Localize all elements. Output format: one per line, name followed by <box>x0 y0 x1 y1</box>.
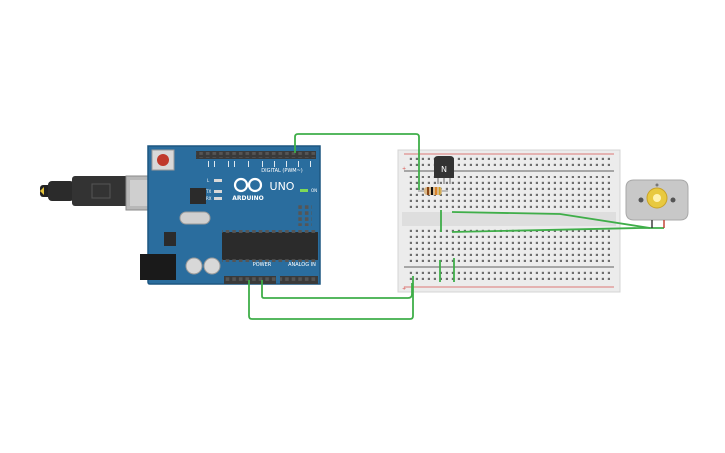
bottom-rail-holes[interactable] <box>408 270 612 282</box>
digital-label: DIGITAL (PWM~) <box>261 168 303 174</box>
reset-button[interactable] <box>151 149 175 171</box>
wire-gnd-to-rail <box>248 276 414 320</box>
regulator <box>164 232 176 246</box>
transistor-label: N <box>441 165 447 174</box>
capacitor-1 <box>185 257 203 275</box>
breadboard[interactable]: + + <box>397 149 621 293</box>
top-rail-holes[interactable] <box>408 156 612 168</box>
microcontroller-chip <box>222 230 318 262</box>
l-led <box>214 179 222 182</box>
resistor-icon[interactable] <box>418 187 448 195</box>
rx-label: RX <box>206 196 212 201</box>
crystal-oscillator <box>179 211 211 225</box>
icsp-header <box>296 204 312 226</box>
analog-label: ANALOG IN <box>288 262 316 268</box>
wire-pin-to-resistor <box>294 133 420 190</box>
tx-led <box>214 190 222 193</box>
svg-text:+: + <box>402 166 406 172</box>
usb-chip <box>190 188 206 204</box>
dc-motor-icon[interactable] <box>625 179 689 228</box>
power-jack <box>140 254 176 280</box>
lower-terminal-holes[interactable] <box>408 228 612 262</box>
power-label: POWER <box>253 262 272 268</box>
arduino-logo-icon <box>233 177 263 193</box>
rx-led <box>214 197 222 200</box>
wire-motor-2 <box>451 227 664 233</box>
svg-text:+: + <box>402 286 406 292</box>
capacitor-2 <box>203 257 221 275</box>
power-led <box>300 189 308 192</box>
wire-motor-1 <box>451 211 651 229</box>
model-label: UNO <box>270 180 295 193</box>
arduino-uno-board[interactable]: DIGITAL (PWM~) ARDUINO UNO ON L TX RX <box>140 145 321 285</box>
l-label: L <box>207 178 210 183</box>
on-label: ON <box>311 188 317 193</box>
wire-5v-to-rail <box>261 280 413 299</box>
brand-label: ARDUINO <box>232 195 263 202</box>
wires[interactable] <box>248 133 664 320</box>
tx-label: TX <box>205 189 211 194</box>
npn-transistor-icon[interactable]: N <box>434 156 454 184</box>
